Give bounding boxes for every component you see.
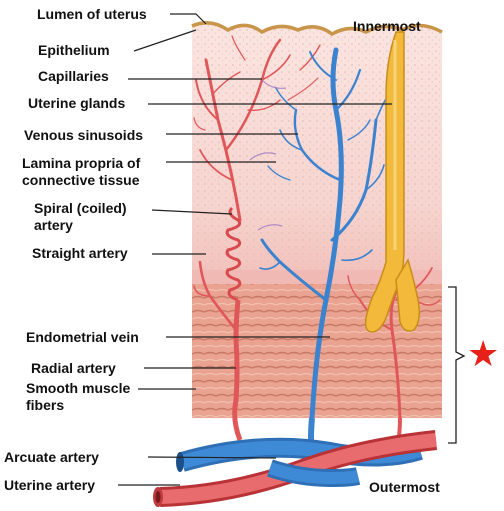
- tissue-block: [192, 22, 442, 419]
- label-venous-sinusoids: Venous sinusoids: [24, 127, 144, 143]
- vein-network: [259, 47, 393, 419]
- label-uterine-artery: Uterine artery: [4, 477, 96, 493]
- label-arcuate-artery: Arcuate artery: [4, 449, 99, 465]
- stroma-texture: [192, 22, 442, 270]
- spiral-artery: [225, 206, 242, 302]
- capillary-bed: [249, 79, 287, 231]
- straight-artery-left: [193, 260, 238, 332]
- label-lamina-propria-line2: connective tissue: [22, 172, 140, 188]
- label-lamina-propria-line1: Lamina propria of: [22, 155, 141, 171]
- leader-lines: [118, 13, 392, 486]
- label-epithelium: Epithelium: [38, 42, 110, 58]
- radial-artery: [232, 299, 243, 441]
- uterine-gland: [364, 31, 421, 333]
- label-capillaries: Capillaries: [38, 68, 109, 84]
- layer-bracket: [448, 286, 466, 444]
- label-spiral-artery-line2: artery: [34, 217, 73, 233]
- uterine-vein: [267, 459, 361, 488]
- label-lumen-of-uterus: Lumen of uterus: [37, 6, 147, 22]
- label-smooth-muscle-line1: Smooth muscle: [26, 380, 131, 396]
- label-spiral-artery-line1: Spiral (coiled): [34, 200, 127, 216]
- epithelium-surface: [191, 21, 443, 37]
- label-innermost: Innermost: [353, 18, 421, 34]
- label-smooth-muscle-line2: fibers: [26, 397, 65, 413]
- label-outermost: Outermost: [369, 479, 440, 495]
- label-straight-artery: Straight artery: [32, 245, 128, 261]
- label-endometrial-vein: Endometrial vein: [26, 329, 139, 345]
- label-uterine-glands: Uterine glands: [28, 95, 126, 111]
- star-marker-icon: ★: [467, 333, 500, 374]
- label-radial-artery: Radial artery: [31, 360, 116, 376]
